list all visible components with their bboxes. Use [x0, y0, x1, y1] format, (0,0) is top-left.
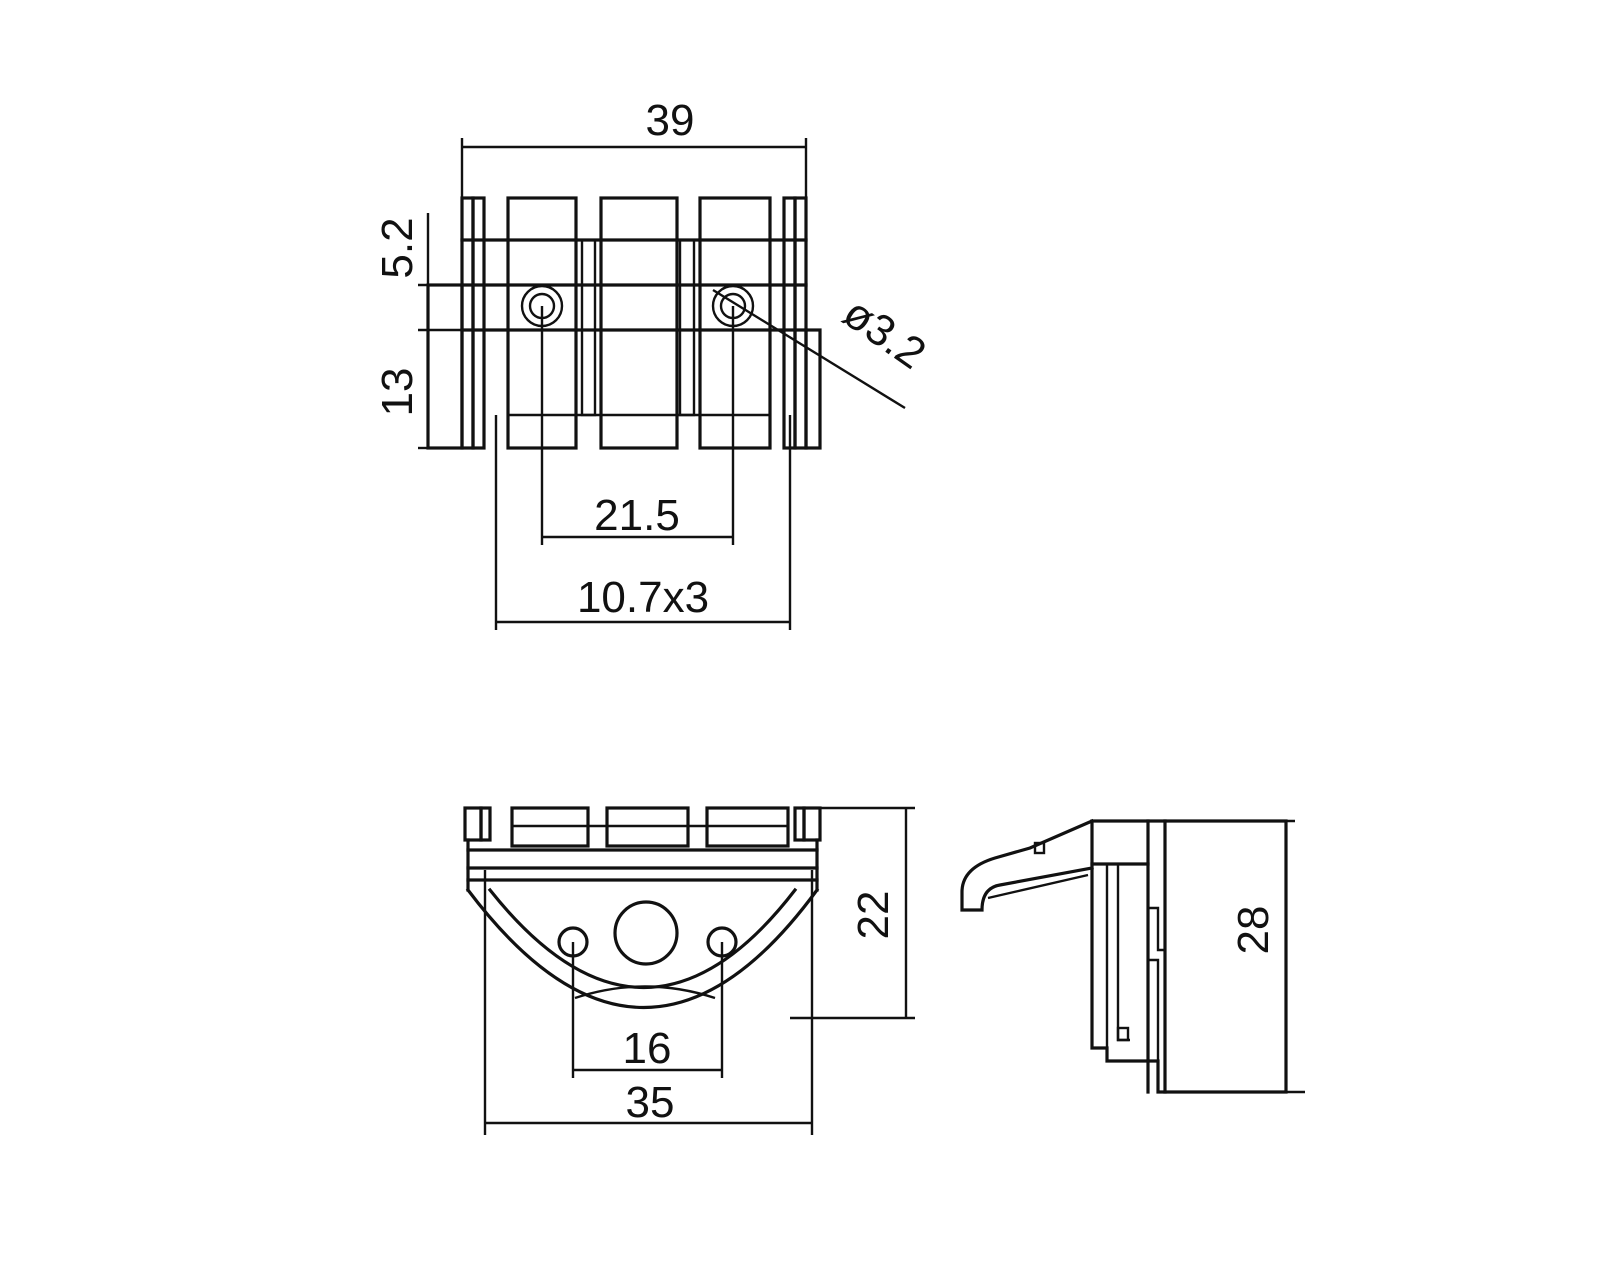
dim-21-5: 21.5: [540, 306, 735, 545]
top-view: [426, 196, 822, 450]
dim-label-28: 28: [1229, 906, 1278, 955]
dim-label-diameter: ø3.2: [834, 288, 934, 379]
dim-39: 39: [460, 96, 808, 198]
dim-vertical-left: 5.2 13: [373, 213, 462, 450]
front-view: [463, 806, 822, 1009]
dim-label-10-7x3: 10.7x3: [577, 573, 709, 622]
dim-label-21-5: 21.5: [594, 491, 680, 540]
dim-35: 35: [483, 870, 814, 1135]
dim-label-22: 22: [849, 891, 898, 940]
dim-label-5-2: 5.2: [373, 217, 422, 278]
dim-hole-diameter: ø3.2: [712, 288, 934, 410]
side-view: [960, 818, 1288, 1094]
front-center-hole: [613, 900, 679, 966]
dim-22: 22: [790, 806, 915, 1020]
dim-label-13: 13: [373, 368, 422, 417]
dim-16: 16: [571, 942, 724, 1078]
dim-28: 28: [1229, 819, 1305, 1094]
dim-label-35: 35: [626, 1078, 675, 1127]
dim-label-39: 39: [646, 96, 695, 145]
dim-label-16: 16: [623, 1024, 672, 1073]
dim-10-7x3: 10.7x3: [494, 415, 792, 630]
